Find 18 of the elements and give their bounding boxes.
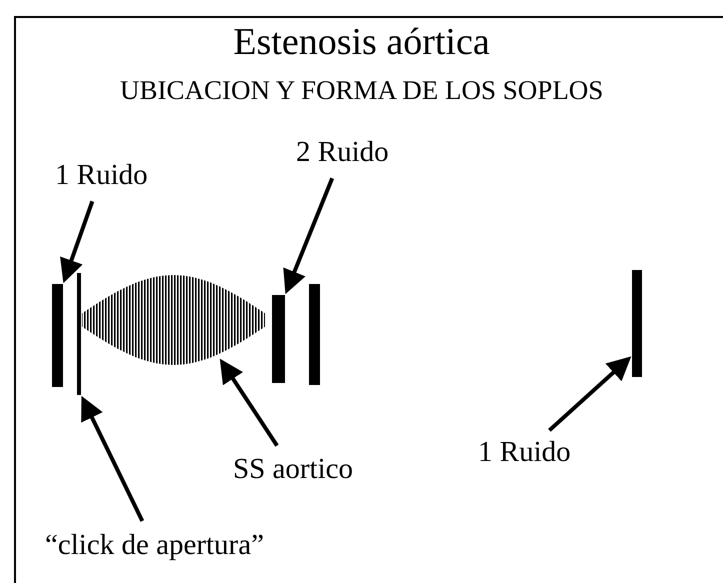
leader-arrow <box>81 396 144 522</box>
murmur-waveform <box>82 275 265 365</box>
sound-bar <box>309 284 320 385</box>
callout-label: 2 Ruido <box>296 137 389 169</box>
sound-bar <box>77 273 81 395</box>
callout-label: 1 Ruido <box>55 160 148 192</box>
subtitle: UBICACION Y FORMA DE LOS SOPLOS <box>120 76 603 106</box>
callout-label: SS aortico <box>233 454 354 486</box>
callout-label: 1 Ruido <box>478 437 571 469</box>
sound-bar <box>52 284 63 387</box>
title: Estenosis aórtica <box>232 22 491 64</box>
callout-label: “click de apertura” <box>45 530 264 562</box>
leader-arrow <box>283 177 334 294</box>
leader-arrow <box>548 356 632 432</box>
sound-bar <box>272 295 285 383</box>
leader-arrow <box>60 200 94 284</box>
sound-bar <box>632 270 642 377</box>
leader-arrow <box>220 358 279 447</box>
